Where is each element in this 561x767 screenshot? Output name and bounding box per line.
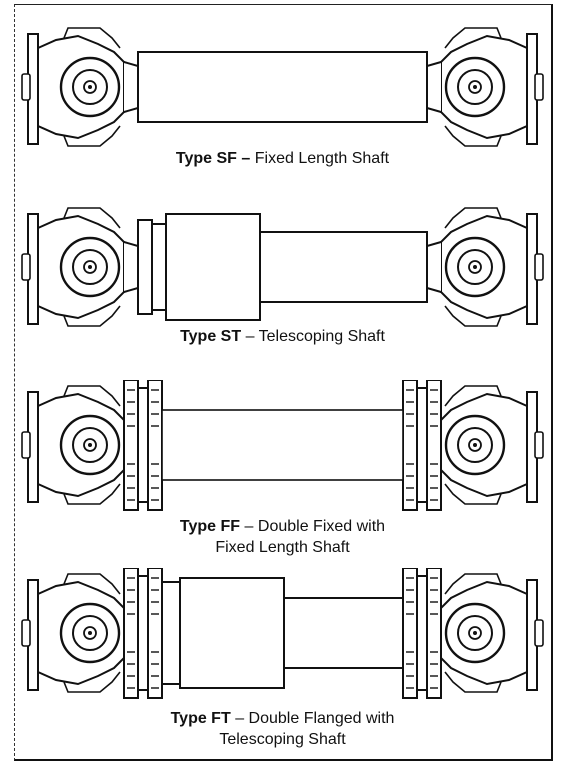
bolted-flange-icon [123, 380, 163, 511]
telescoping-tube [259, 231, 428, 303]
universal-joint-icon [425, 206, 545, 328]
bolted-flange-icon [402, 380, 442, 511]
fixed-shaft-tube [161, 409, 404, 481]
diagram-caption: Type FT – Double Flanged with Telescopin… [20, 708, 545, 750]
diagram-type-ft: Type FT – Double Flanged with Telescopin… [20, 568, 545, 748]
diagram-type-ff: Type FF – Double Fixed with Fixed Length… [20, 380, 545, 556]
shaft-drawing-ft [20, 568, 545, 699]
figure-border [14, 4, 553, 761]
bolted-flange-icon [402, 568, 442, 699]
separator: – [244, 518, 254, 535]
diagram-caption: Type SF – Fixed Length Shaft [20, 148, 545, 169]
universal-joint-icon [425, 572, 545, 694]
type-label: Type FF [179, 518, 241, 535]
telescoping-sleeve [179, 577, 285, 689]
diagram-caption: Type ST – Telescoping Shaft [20, 326, 545, 347]
type-description: Double Flanged with [248, 710, 395, 727]
slip-collar [161, 581, 181, 685]
shaft-drawing-sf [20, 26, 545, 148]
type-description: Double Fixed with [257, 518, 386, 535]
separator: – [241, 150, 251, 167]
bolted-flange-icon [123, 568, 163, 699]
diagram-type-st: Type ST – Telescoping Shaft [20, 202, 545, 345]
type-description: Telescoping Shaft [258, 328, 385, 345]
type-label: Type FT [170, 710, 231, 727]
telescoping-sleeve [165, 213, 261, 321]
shaft-drawing-ff [20, 380, 545, 511]
type-label: Type SF [175, 150, 237, 167]
slip-collar [151, 223, 167, 311]
type-label: Type ST [180, 328, 242, 345]
separator: – [235, 710, 245, 727]
type-description-line2: Telescoping Shaft [219, 731, 346, 748]
diagram-caption: Type FF – Double Fixed with Fixed Length… [20, 516, 545, 558]
type-description: Fixed Length Shaft [254, 150, 390, 167]
universal-joint-icon [20, 26, 140, 148]
diagram-type-sf: Type SF – Fixed Length Shaft [20, 22, 545, 167]
universal-joint-icon [425, 26, 545, 148]
universal-joint-icon [20, 384, 140, 506]
telescoping-tube [283, 597, 404, 669]
fixed-shaft-tube [137, 51, 428, 123]
shaft-drawing-st [20, 206, 545, 328]
slip-yoke [137, 219, 153, 315]
separator: – [245, 328, 255, 345]
type-description-line2: Fixed Length Shaft [215, 539, 350, 556]
universal-joint-icon [20, 572, 140, 694]
universal-joint-icon [20, 206, 140, 328]
universal-joint-icon [425, 384, 545, 506]
